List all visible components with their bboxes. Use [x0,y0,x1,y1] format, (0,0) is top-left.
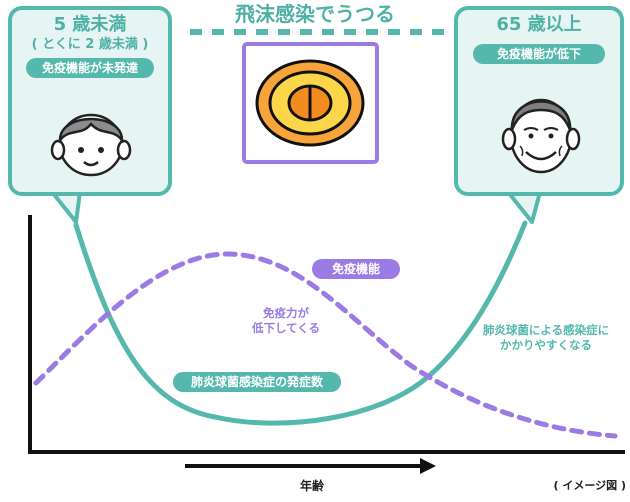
pneumonia-incidence-label: 肺炎球菌感染症の発症数 [173,372,341,392]
under-two-subheading: ( とくに 2 歳未満 ) [31,37,149,52]
x-axis-label: 年齢 [299,479,324,493]
immunity-decline-line2: 低下してくる [251,321,321,335]
left-bubble-tail [50,190,82,224]
susceptibility-label: 肺炎球菌による感染症に かかりやすくなる [466,323,626,353]
pneumonia-incidence-curve [73,220,528,426]
immunity-decline-line1: 免疫力が [263,306,309,320]
over-sixty-five-bubble: 65 歳以上 免疫機能が低下 [454,6,624,196]
age-arrow-head [420,458,436,474]
immunity-label: 免疫機能 [312,259,400,279]
susceptibility-line1: 肺炎球菌による感染症に [482,323,610,337]
immunity-curve [33,251,618,439]
immunity-decline-label: 免疫力が 低下してくる [236,306,336,336]
image-note: ( イメージ図 ) [553,479,627,492]
under-five-heading: 5 歳未満 [53,14,127,35]
child-face-icon [50,113,132,177]
right-bubble-tail [506,190,542,224]
over-sixty-five-heading: 65 歳以上 [496,14,582,35]
declined-immunity-badge: 免疫機能が低下 [473,44,605,64]
under-five-bubble: 5 歳未満 ( とくに 2 歳未満 ) 免疫機能が未発達 [8,6,172,196]
bacterium-icon [242,42,379,164]
susceptibility-line2: かかりやすくなる [500,338,592,352]
immature-immunity-badge: 免疫機能が未発達 [26,58,154,78]
page-title: 飛沫感染でうつる [235,2,395,26]
elderly-face-icon [501,98,581,174]
